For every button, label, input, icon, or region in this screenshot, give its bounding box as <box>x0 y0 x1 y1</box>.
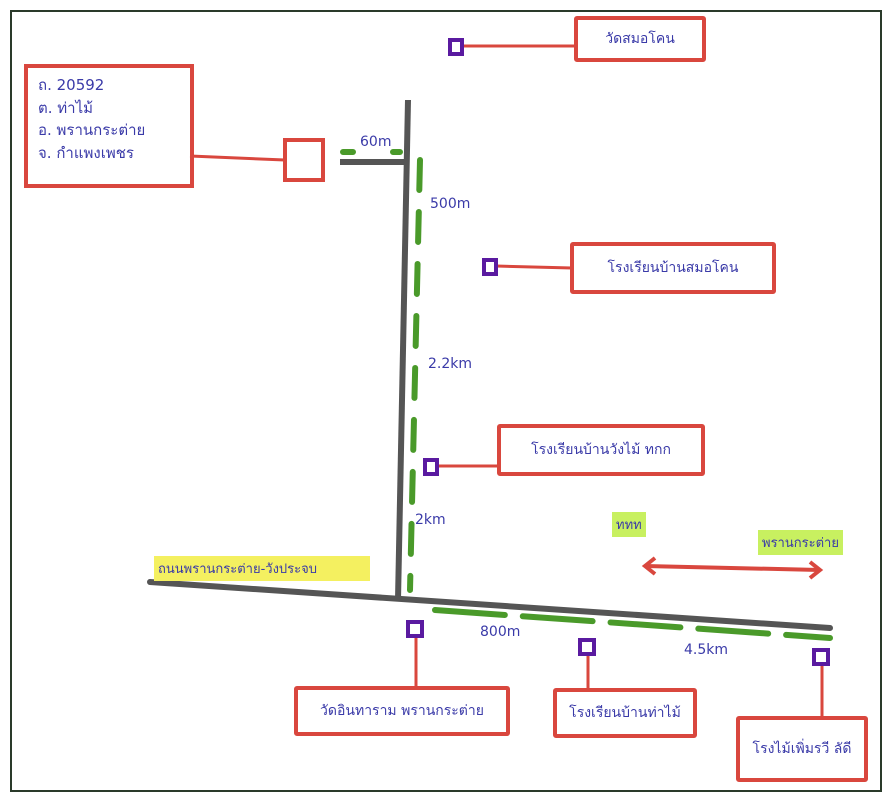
distance-800m: 800m <box>480 624 521 640</box>
distance-60m: 60m <box>360 134 392 150</box>
landmark-school-samokhon: โรงเรียนบ้านสมอโคน <box>570 242 776 294</box>
connectors <box>189 44 824 718</box>
landmark-school-wangmai: โรงเรียนบ้านวังไม้ ทกก <box>497 424 705 476</box>
route-markers <box>340 149 833 641</box>
landmark-temple-top: วัดสมอโคน <box>574 16 706 62</box>
map-frame <box>10 10 882 792</box>
side-road <box>395 99 411 601</box>
landmark-temple-bottom: วัดอินทาราม พรานกระต่าย <box>294 686 510 736</box>
main-road <box>147 579 833 631</box>
address-line: จ. กำแพงเพชร <box>38 143 134 162</box>
address-box: ถ. 20592 ต. ท่าไม้ อ. พรานกระต่าย จ. กำแ… <box>24 64 194 188</box>
address-line: อ. พรานกระต่าย <box>38 121 146 139</box>
direction-right-label: พรานกระต่าย <box>758 530 843 555</box>
address-line: ถ. 20592 <box>38 76 105 94</box>
direction-left-label: ททท <box>612 512 646 537</box>
distance-500m: 500m <box>430 196 471 212</box>
pin-icons <box>406 38 830 666</box>
distance-4-5km: 4.5km <box>684 642 729 658</box>
location-square <box>283 138 325 182</box>
address-line: ต. ท่าไม้ <box>38 98 94 117</box>
road-label: ถนนพรานกระต่าย-วังประจบ <box>154 556 370 581</box>
distance-2km: 2km <box>415 512 446 528</box>
distance-2-2km: 2.2km <box>428 356 473 372</box>
landmark-school-thamai: โรงเรียนบ้านท่าไม้ <box>553 688 697 738</box>
landmark-factory: โรงไม้เพิ่มรวี ลัดี <box>736 716 868 782</box>
